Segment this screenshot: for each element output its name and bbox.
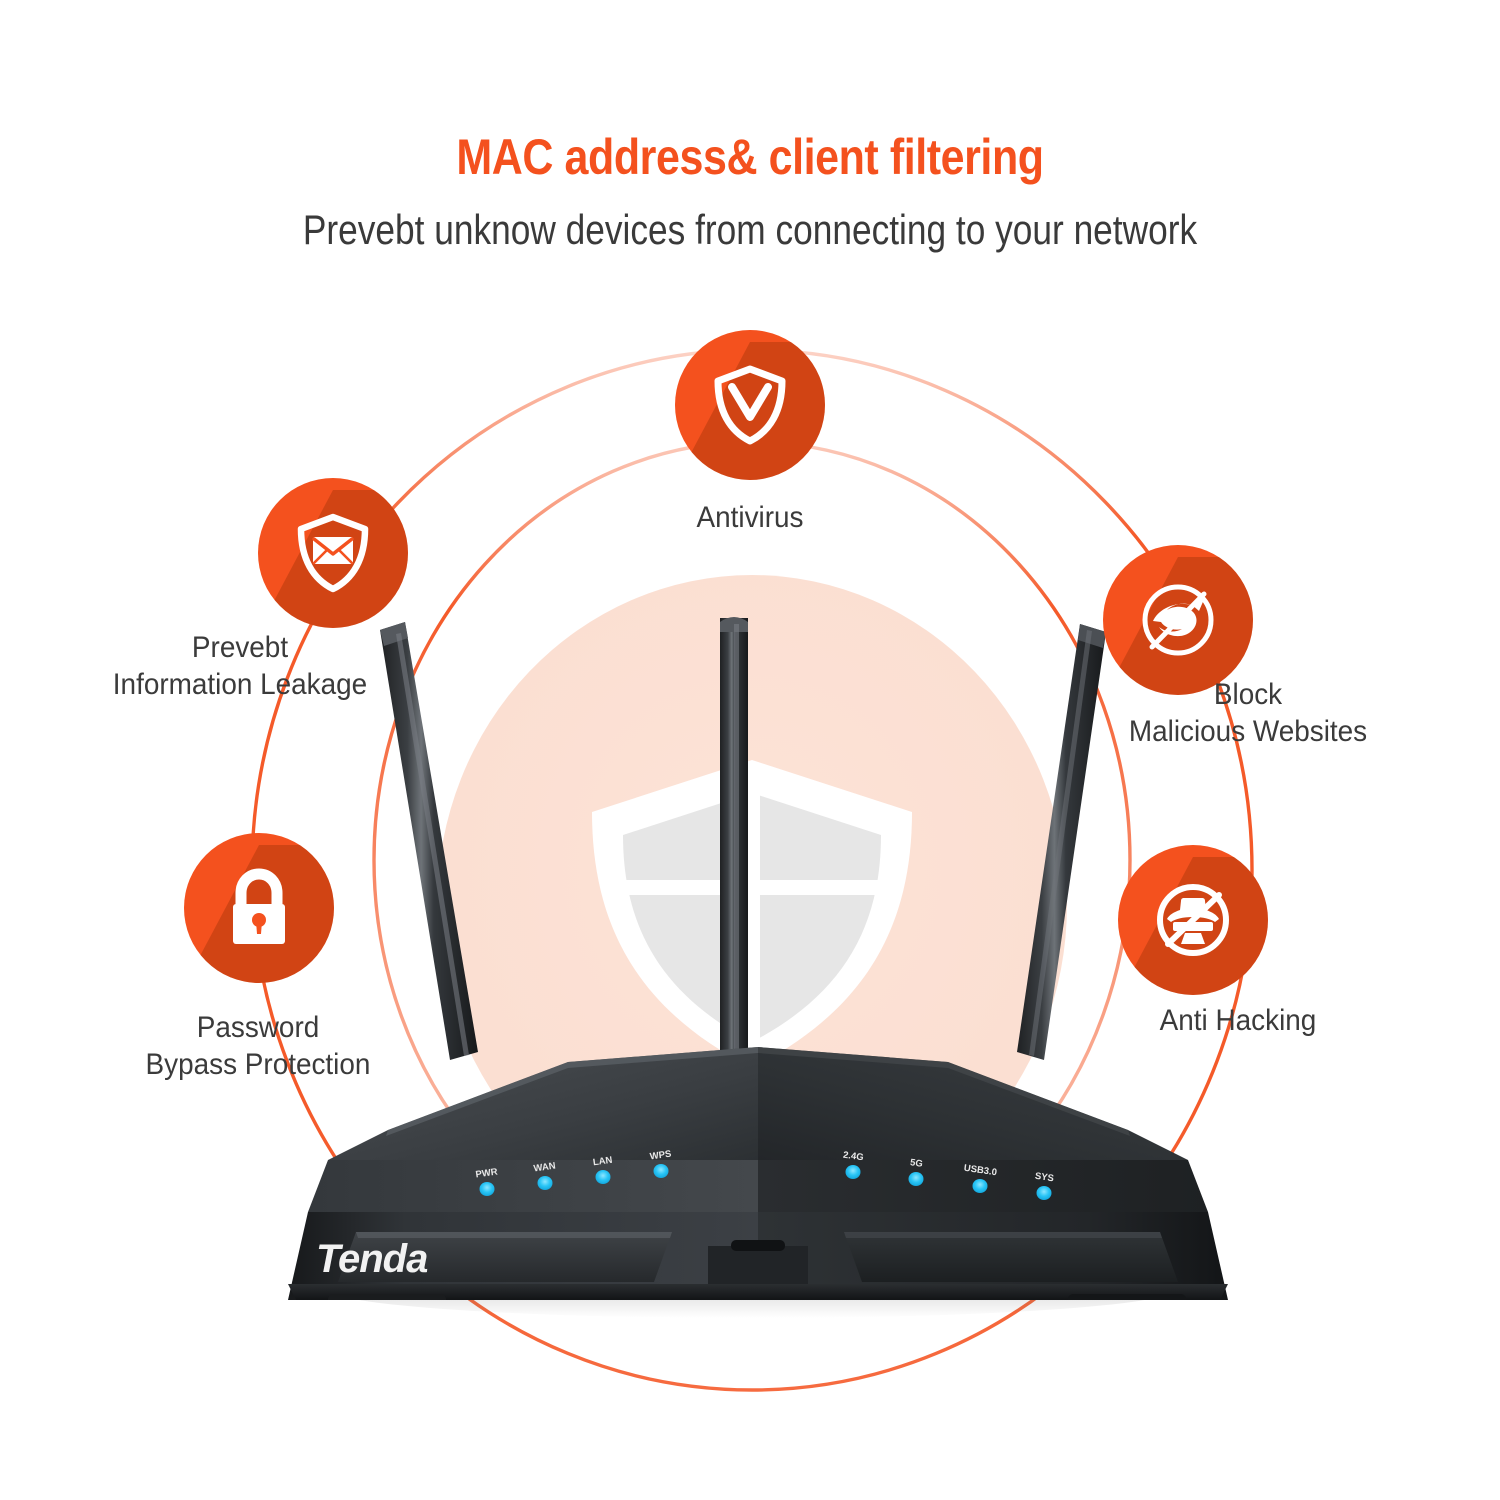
feature-badge-antivirus[interactable] — [675, 330, 825, 480]
led-indicator: SYS — [1034, 1171, 1055, 1200]
badge-disc — [675, 330, 825, 480]
router-product-image: PWR WAN LAN WPS 2.4G — [268, 600, 1248, 1300]
led-label-pwr: PWR — [475, 1167, 499, 1181]
feature-label-anti-hacking: Anti Hacking — [1159, 1004, 1317, 1037]
padlock-icon — [184, 833, 334, 983]
antenna-left — [380, 622, 478, 1060]
browser-blocked-icon — [1103, 545, 1253, 695]
led-indicator: USB3.0 — [963, 1163, 998, 1193]
led-indicator: WPS — [649, 1149, 672, 1178]
page-subtitle: Prevebt unknow devices from connecting t… — [302, 206, 1198, 253]
hacker-prohibited-icon — [1118, 845, 1268, 995]
led-label-lan: LAN — [592, 1155, 613, 1169]
led-label-wan: WAN — [533, 1161, 557, 1175]
router-center-slot — [731, 1240, 785, 1251]
led-label-5g: 5G — [909, 1157, 923, 1170]
router-wing-left — [338, 1232, 672, 1282]
router-foot-left — [328, 1294, 446, 1300]
led-label-wps: WPS — [649, 1149, 672, 1163]
feature-badge-malicious-websites[interactable] — [1103, 545, 1253, 695]
feature-badge-anti-hacking[interactable] — [1118, 845, 1268, 995]
led-label-24g: 2.4G — [842, 1150, 864, 1164]
led-label-usb30: USB3.0 — [963, 1163, 997, 1179]
led-label-sys: SYS — [1034, 1171, 1054, 1185]
led-group-right: 2.4G 5G USB3.0 SYS — [842, 1150, 1055, 1200]
feature-label-password-bypass: Password Bypass Protection — [145, 1011, 371, 1081]
shield-chevron-icon — [675, 330, 825, 480]
feature-label-information-leakage: Prevebt Information Leakage — [112, 631, 368, 701]
led-indicator: WAN — [533, 1161, 557, 1190]
feature-badge-password-bypass[interactable] — [184, 833, 334, 983]
router-foot-right — [1068, 1294, 1186, 1300]
feature-label-malicious-websites: Block Malicious Websites — [1128, 678, 1368, 748]
led-indicator: 5G — [908, 1157, 924, 1186]
router-top-right-face — [758, 1047, 1188, 1160]
router-top-left-face — [328, 1047, 758, 1160]
shield-envelope-icon — [258, 478, 408, 628]
led-indicator: LAN — [592, 1155, 613, 1184]
antenna-center — [720, 617, 748, 1068]
router-base — [288, 1284, 1228, 1300]
led-indicator: 2.4G — [842, 1150, 864, 1179]
led-group-left: PWR WAN LAN WPS — [475, 1149, 672, 1196]
feature-label-antivirus: Antivirus — [696, 501, 804, 534]
led-strip-left — [308, 1160, 758, 1212]
page-title: MAC address& client filtering — [456, 129, 1044, 185]
brand-logo: Tenda — [316, 1237, 428, 1281]
router-wing-right — [844, 1232, 1178, 1282]
antenna-right — [1017, 624, 1106, 1060]
feature-badge-information-leakage[interactable] — [258, 478, 408, 628]
led-indicator: PWR — [475, 1167, 499, 1196]
